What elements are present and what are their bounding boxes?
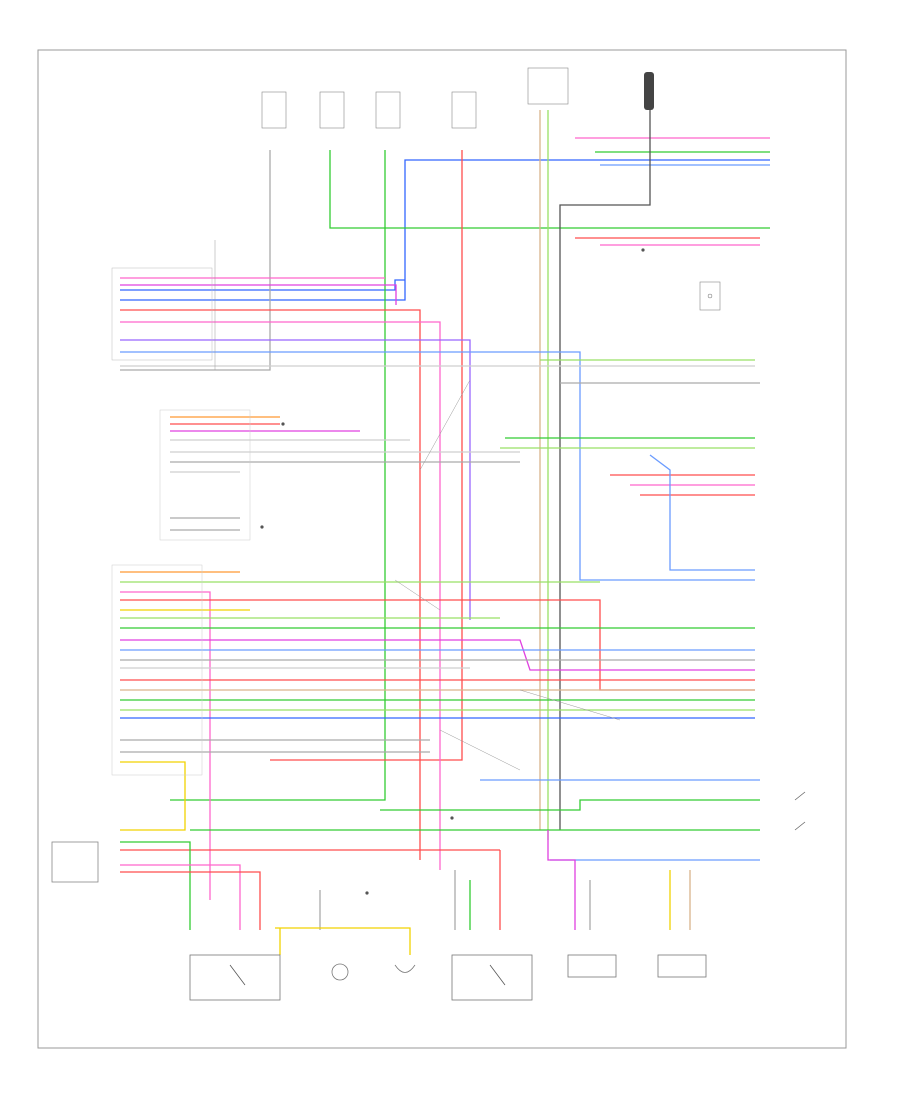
right-components (699, 281, 806, 831)
wire-pink-6 (120, 591, 211, 900)
ground-symbols (260, 248, 645, 895)
fuse-block-top (261, 67, 654, 129)
wire-purple-1 (120, 339, 471, 620)
wire-black-spine (559, 110, 651, 830)
wire-yellow-drop (275, 927, 411, 955)
wire-red-7 (120, 599, 755, 691)
wire-red-10 (120, 871, 261, 930)
bottom-motor-1 (567, 954, 617, 978)
wires (120, 110, 770, 955)
fuse-row (261, 91, 477, 129)
switch-symbol-1 (794, 791, 806, 801)
switch-symbol-2 (794, 821, 806, 831)
wire-gray-spine (120, 150, 271, 371)
connector-block-b (159, 409, 251, 541)
bottom-switch-mid (451, 954, 533, 1001)
bottom-components (189, 954, 707, 1001)
bottom-lamp-2 (394, 964, 416, 973)
wire-green-7 (380, 799, 760, 811)
wire-red-1 (270, 150, 463, 761)
relay-box (527, 67, 569, 105)
diagram-frame (37, 49, 847, 1049)
wire-green-9 (120, 841, 191, 930)
bottom-motor-2 (657, 954, 707, 978)
wire-green-1 (329, 150, 770, 229)
wire-green-2 (170, 150, 386, 801)
wire-blue-1 (120, 159, 770, 301)
wire-magenta-3 (120, 639, 755, 671)
module-box-d (51, 841, 99, 883)
bottom-lamp-1 (331, 963, 349, 981)
fusible-link (644, 72, 654, 110)
wire-magenta-drop (547, 830, 576, 930)
wire-pink-7 (120, 864, 241, 930)
wire-yellow-2 (120, 761, 186, 831)
connector-callout-lines (214, 240, 621, 771)
left-module-blocks (51, 267, 251, 883)
wire-pink-2 (120, 321, 441, 870)
switch-box-right (699, 281, 721, 311)
connector-block-a (111, 267, 213, 361)
wire-blue-4 (120, 351, 755, 581)
wire-red-2 (120, 309, 421, 860)
connector-block-c (111, 564, 203, 776)
wire-blue-5 (649, 454, 755, 571)
wire-magenta-1 (120, 284, 397, 305)
switch-contact (707, 293, 713, 299)
bottom-switch-left (189, 954, 281, 1001)
